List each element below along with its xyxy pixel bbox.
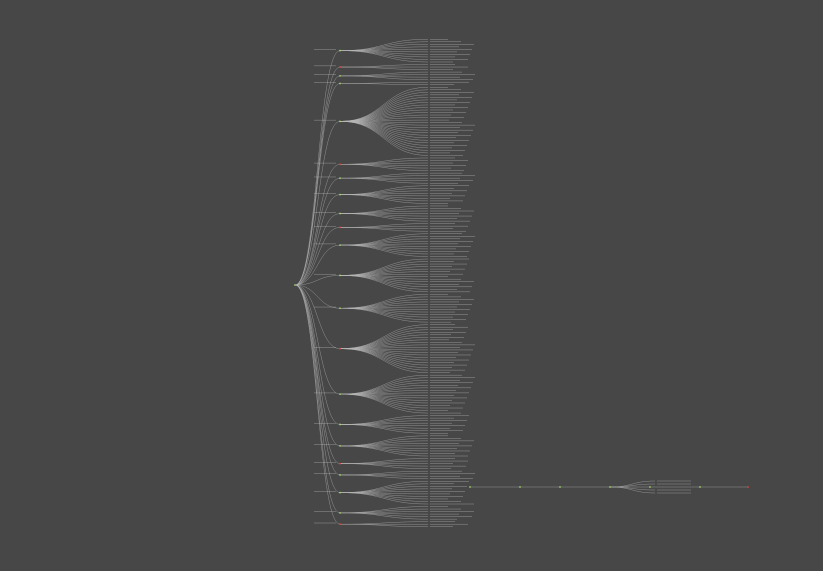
root-edge [294, 284, 341, 525]
root-edge [294, 284, 341, 425]
root-edge [294, 275, 341, 286]
branch-edge [339, 523, 429, 527]
branch-edge [339, 424, 429, 434]
branch-edge [339, 227, 429, 232]
branch-node [339, 177, 341, 180]
branch-node [339, 49, 341, 52]
branch-node [339, 244, 341, 247]
branch-edge [339, 194, 429, 204]
branch-edge [339, 492, 429, 505]
branch-node [339, 462, 341, 465]
branch-edge [339, 393, 429, 414]
root-edge [294, 284, 341, 493]
chain-node [519, 486, 521, 488]
branch-edge [339, 164, 429, 171]
node-layer [294, 39, 749, 527]
branch-node [339, 274, 341, 277]
branch-edge [339, 75, 429, 80]
branch-node [339, 474, 341, 476]
branch-node [339, 212, 341, 215]
branch-node [339, 445, 341, 447]
branch-edge [339, 445, 429, 457]
branch-edge [339, 177, 429, 184]
chain-node [649, 486, 651, 488]
root-edge [294, 50, 341, 286]
chain-node [699, 486, 701, 488]
root-edge [294, 213, 341, 286]
root-edge [294, 284, 341, 476]
chain-fan-edge [609, 486, 656, 494]
root-edge [294, 121, 341, 286]
branch-edge [339, 348, 429, 373]
root-node [294, 284, 296, 286]
branch-edge [339, 121, 429, 156]
branch-node [339, 226, 341, 229]
branch-edge [339, 512, 429, 520]
branch-edge [339, 308, 429, 323]
branch-node [339, 193, 341, 196]
branch-edge [339, 474, 429, 479]
chain-node [609, 486, 611, 488]
branch-node [339, 511, 341, 514]
branch-node [339, 423, 341, 426]
branch-edge [339, 275, 429, 293]
branch-node [339, 393, 341, 396]
branch-node [339, 347, 341, 350]
branch-node [339, 120, 341, 123]
root-edge [294, 284, 341, 349]
root-edge [294, 284, 341, 309]
root-edge [294, 227, 341, 286]
chain-node [469, 486, 471, 488]
branch-edge [339, 463, 429, 469]
branch-node [339, 82, 341, 85]
branch-node [339, 66, 341, 68]
root-edge [294, 284, 341, 447]
branch-edge [339, 244, 429, 257]
branch-node [339, 307, 341, 310]
edge-layer [294, 39, 749, 527]
branch-node [339, 491, 341, 494]
branch-node [339, 74, 341, 77]
branch-edge [339, 50, 429, 63]
branch-edge [339, 83, 429, 85]
chain-node [747, 486, 749, 488]
chain-node [559, 486, 561, 488]
root-edge [294, 244, 341, 286]
branch-node [339, 163, 341, 166]
root-edge [294, 83, 341, 286]
branch-node [339, 523, 341, 526]
branch-edge [339, 213, 429, 222]
branch-edge [339, 66, 429, 70]
